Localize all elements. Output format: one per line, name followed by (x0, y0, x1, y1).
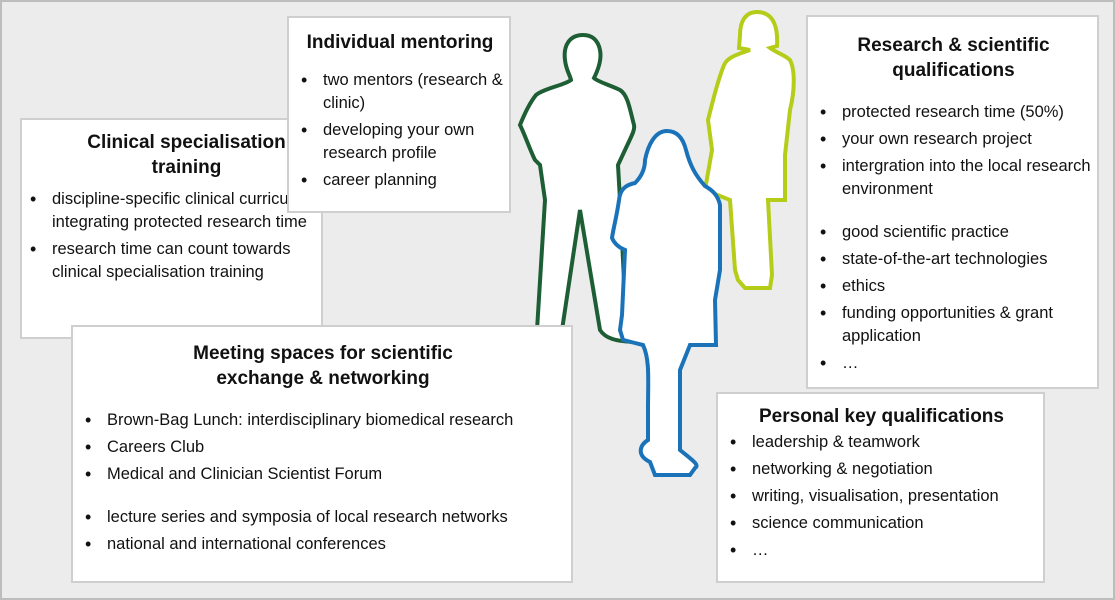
meeting-spaces-box: Meeting spaces for scientific exchange &… (71, 325, 573, 583)
list-item: lecture series and symposia of local res… (79, 506, 567, 529)
list-item: career planning (295, 169, 505, 192)
list-item: leadership & teamwork (724, 431, 1039, 454)
list-item: research time can count towards clinical… (24, 238, 319, 284)
list-item: intergration into the local research env… (814, 155, 1093, 201)
list-item: good scientific practice (814, 221, 1093, 244)
list-item: your own research project (814, 128, 1093, 151)
list-item: … (724, 539, 1039, 562)
box-title: Individual mentoring (306, 32, 494, 53)
box-title: Research & scientific qualifications (857, 35, 1050, 81)
list-item: discipline-specific clinical curriculum … (24, 188, 319, 234)
list-item: funding opportunities & grant applicatio… (814, 302, 1093, 348)
male-silhouette-icon (517, 32, 643, 347)
female-silhouette-lime-icon (702, 9, 796, 290)
list-item: two mentors (research & clinic) (295, 69, 505, 115)
list-item: networking & negotiation (724, 458, 1039, 481)
list-item: writing, visualisation, presentation (724, 485, 1039, 508)
list-item: Careers Club (79, 436, 567, 459)
list-item: state-of-the-art technologies (814, 248, 1093, 271)
female-silhouette-blue-icon (609, 128, 722, 477)
box-title: Meeting spaces for scientific exchange &… (193, 343, 453, 389)
research-qualifications-box: Research & scientific qualifications pro… (806, 15, 1099, 389)
clinical-training-box: Clinical specialisation training discipl… (20, 118, 323, 339)
list-item: ethics (814, 275, 1093, 298)
box-title: Clinical specialisation training (87, 132, 286, 178)
list-item: protected research time (50%) (814, 101, 1093, 124)
list-item: … (814, 352, 1093, 375)
personal-qualifications-box: Personal key qualifications leadership &… (716, 392, 1045, 583)
list-item: developing your own research profile (295, 119, 505, 165)
box-title: Personal key qualifications (759, 406, 1004, 427)
mentoring-box: Individual mentoring two mentors (resear… (287, 16, 511, 213)
list-item: national and international conferences (79, 533, 567, 556)
list-item: science communication (724, 512, 1039, 535)
list-item: Medical and Clinician Scientist Forum (79, 463, 567, 486)
list-item: Brown-Bag Lunch: interdisciplinary biome… (79, 409, 567, 432)
